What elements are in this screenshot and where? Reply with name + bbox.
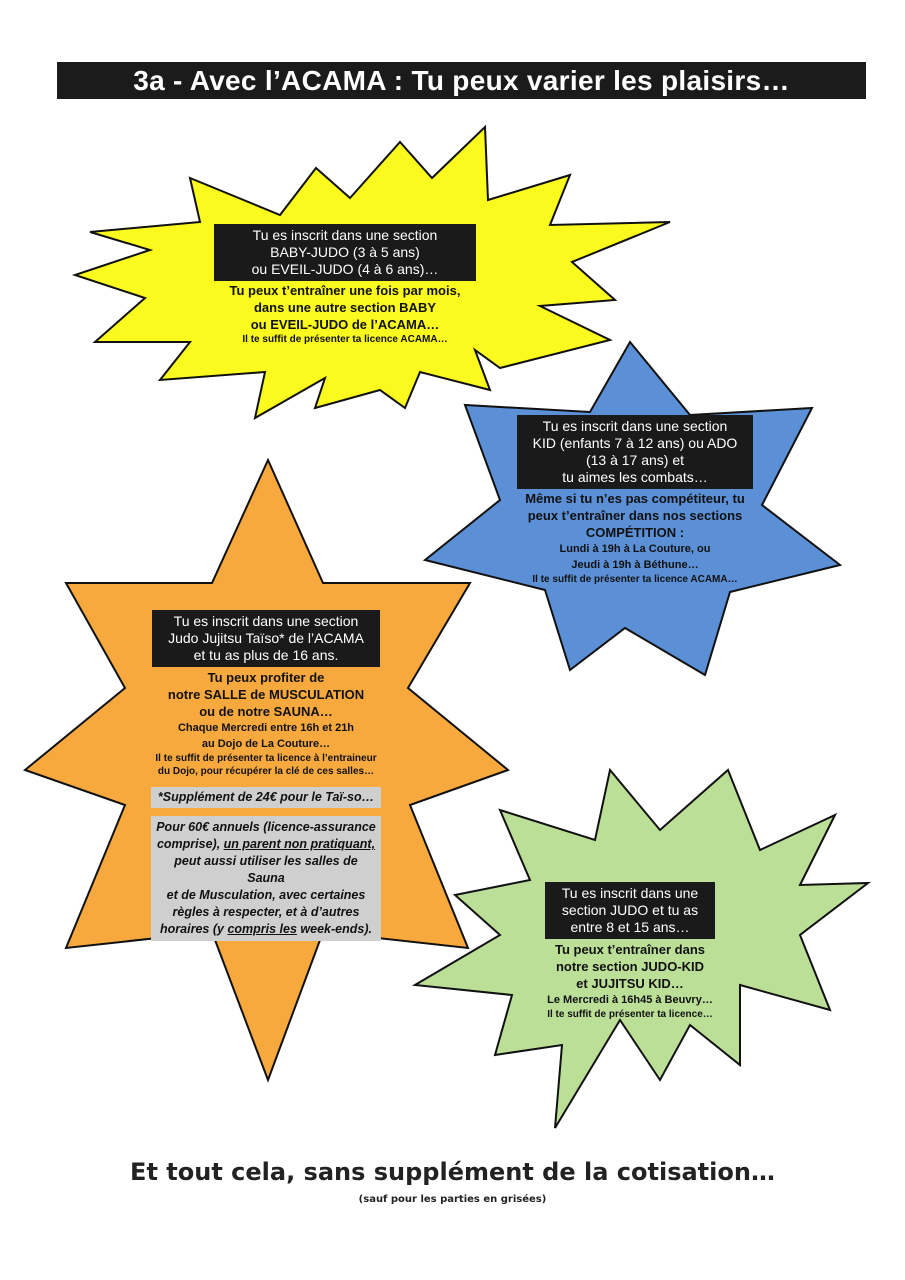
blue-body-line: peux t’entraîner dans nos sections — [527, 508, 743, 523]
parent-line: horaires (y compris les week-ends). — [155, 921, 377, 938]
green-header-line: Tu es inscrit dans une — [561, 885, 699, 901]
yellow-header-line: BABY-JUDO (3 à 5 ans) — [270, 244, 420, 260]
blue-schedule-line: Jeudi à 19h à Béthune… — [571, 559, 699, 571]
blue-star-content: Tu es inscrit dans une section KID (enfa… — [510, 415, 760, 586]
blue-header-line: Tu es inscrit dans une section — [542, 418, 728, 434]
orange-star-shape — [22, 457, 511, 1083]
blue-schedule: Lundi à 19h à La Couture, ou Jeudi à 19h… — [510, 541, 760, 573]
yellow-body: Tu peux t’entraîner une fois par mois, d… — [205, 282, 485, 333]
blue-schedule-line: Lundi à 19h à La Couture, ou — [559, 543, 711, 555]
parent-underlined-text: compris les — [227, 922, 297, 936]
orange-note-line: du Dojo, pour récupérer la clé de ces sa… — [157, 766, 375, 777]
orange-note: Il te suffit de présenter ta licence à l… — [148, 752, 384, 778]
green-body-line: notre section JUDO-KID — [555, 959, 705, 974]
yellow-header-line: ou EVEIL-JUDO (4 à 6 ans)… — [251, 261, 439, 277]
blue-header-line: (13 à 17 ans) et — [585, 452, 685, 468]
green-burst-content: Tu es inscrit dans une section JUDO et t… — [530, 882, 730, 1021]
green-note: Il te suffit de présenter ta licence… — [547, 1009, 713, 1020]
orange-header-line: Tu es inscrit dans une section — [173, 613, 359, 629]
parent-line-text: week-ends). — [300, 922, 372, 936]
orange-body-line: Tu peux profiter de — [207, 670, 325, 685]
orange-schedule-line: au Dojo de La Couture… — [201, 738, 331, 750]
parent-line: et de Musculation, avec certaines — [166, 888, 366, 902]
blue-header: Tu es inscrit dans une section KID (enfa… — [517, 415, 753, 489]
page-title: 3a - Avec l’ACAMA : Tu peux varier les p… — [57, 62, 866, 99]
blue-body: Même si tu n’es pas compétiteur, tu peux… — [510, 490, 760, 541]
green-schedule: Le Mercredi à 16h45 à Beuvry… — [547, 994, 713, 1006]
orange-header: Tu es inscrit dans une section Judo Juji… — [152, 610, 380, 667]
yellow-note: Il te suffit de présenter ta licence ACA… — [242, 334, 448, 345]
parent-underlined-text: un parent non pratiquant, — [223, 837, 376, 851]
parent-line-text: horaires (y — [160, 922, 224, 936]
footer-note: (sauf pour les parties en grisées) — [358, 1194, 547, 1205]
parent-line: peut aussi utiliser les salles de Sauna — [174, 854, 358, 885]
orange-body-line: ou de notre SAUNA… — [199, 704, 333, 719]
blue-note: Il te suffit de présenter ta licence ACA… — [532, 574, 738, 585]
yellow-body-line: dans une autre section BABY — [253, 300, 437, 315]
blue-header-line: KID (enfants 7 à 12 ans) ou ADO — [532, 435, 738, 451]
orange-star-content: Tu es inscrit dans une section Judo Juji… — [148, 610, 384, 941]
green-body-line: et JUJITSU KID… — [576, 976, 684, 991]
orange-schedule-line: Chaque Mercredi entre 16h et 21h — [177, 722, 355, 734]
green-body-line: Tu peux t’entraîner dans — [554, 942, 705, 957]
orange-header-line: Judo Jujitsu Taïso* de l’ACAMA — [168, 630, 364, 646]
orange-body-line: notre SALLE de MUSCULATION — [167, 687, 365, 702]
yellow-header: Tu es inscrit dans une section BABY-JUDO… — [214, 224, 476, 281]
parent-line: Pour 60€ annuels (licence-assurance — [156, 820, 376, 834]
yellow-body-line: Tu peux t’entraîner une fois par mois, — [229, 283, 461, 298]
blue-header-line: tu aimes les combats… — [562, 469, 708, 485]
green-header-line: entre 8 et 15 ans… — [570, 919, 690, 935]
parent-line: règles à respecter, et à d’autres — [172, 905, 360, 919]
green-header: Tu es inscrit dans une section JUDO et t… — [545, 882, 715, 939]
blue-body-line: COMPÉTITION : — [585, 525, 685, 540]
yellow-burst-content: Tu es inscrit dans une section BABY-JUDO… — [205, 224, 485, 346]
orange-note-line: Il te suffit de présenter ta licence à l… — [155, 753, 377, 764]
green-body: Tu peux t’entraîner dans notre section J… — [530, 941, 730, 992]
yellow-body-line: ou EVEIL-JUDO de l’ACAMA… — [250, 317, 440, 332]
green-header-line: section JUDO et tu as — [561, 902, 699, 918]
green-burst-shape — [411, 767, 872, 1129]
yellow-header-line: Tu es inscrit dans une section — [252, 227, 438, 243]
orange-body: Tu peux profiter de notre SALLE de MUSCU… — [148, 669, 384, 720]
parent-line: comprise), un parent non pratiquant, — [155, 836, 377, 853]
footer-headline: Et tout cela, sans supplément de la coti… — [130, 1158, 775, 1186]
orange-schedule: Chaque Mercredi entre 16h et 21h au Dojo… — [148, 720, 384, 752]
parent-box: Pour 60€ annuels (licence-assurance comp… — [151, 816, 381, 941]
parent-line-text: comprise), — [156, 837, 221, 851]
supplement-box: *Supplément de 24€ pour le Taï-so… — [151, 787, 381, 808]
orange-header-line: et tu as plus de 16 ans. — [193, 647, 339, 663]
blue-body-line: Même si tu n’es pas compétiteur, tu — [525, 491, 745, 506]
